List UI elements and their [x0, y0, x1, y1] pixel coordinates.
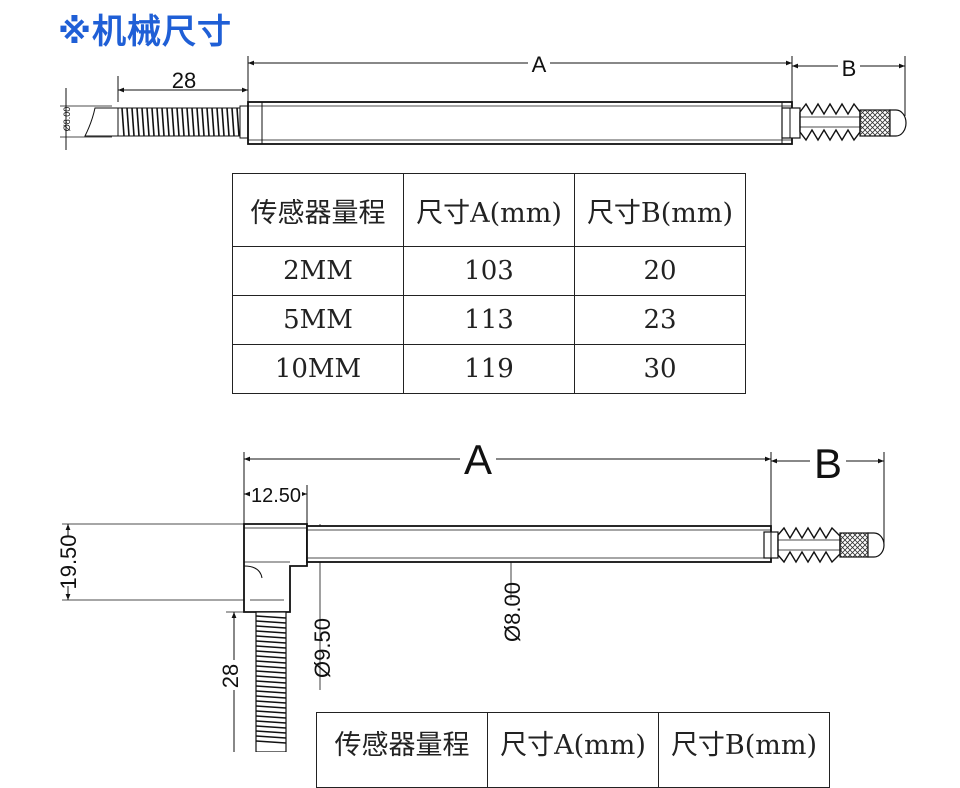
dimension-b-label: B: [814, 440, 842, 487]
sensor-body: [247, 101, 793, 145]
cell-size-a: 103: [403, 246, 575, 296]
dimension-table: 传感器量程 尺寸A(mm) 尺寸B(mm) 2MM 103 20 5MM 113…: [232, 173, 746, 394]
dimension-a-label: A: [532, 52, 547, 77]
dimension-body-dia-label: Ø8.00: [500, 582, 525, 642]
header-size-a: 尺寸A(mm): [487, 712, 659, 788]
header-size-a: 尺寸A(mm): [403, 173, 575, 247]
dimension-height-label: 19.50: [56, 534, 81, 589]
probe-ball: [889, 109, 907, 137]
bellows: [799, 102, 861, 142]
dimension-cable-label: 28: [172, 68, 196, 93]
sensor-body: [306, 525, 772, 563]
dimension-stem-dia-label: Ø9.50: [310, 618, 335, 678]
cable: [84, 107, 119, 137]
header-size-b: 尺寸B(mm): [658, 712, 830, 788]
cell-size-a: 113: [403, 295, 575, 345]
table-row: 2MM 103 20: [232, 246, 746, 296]
cell-size-a: 119: [403, 344, 575, 394]
end-cap: [781, 107, 801, 139]
dimension-cable-label: 28: [218, 664, 243, 688]
right-angle-head: [243, 523, 308, 613]
cell-size-b: 30: [574, 344, 746, 394]
knurled-probe-tip: [839, 532, 869, 558]
cell-range: 10MM: [232, 344, 404, 394]
probe-ball: [867, 532, 885, 558]
table-header-row: 传感器量程 尺寸A(mm) 尺寸B(mm): [316, 712, 830, 788]
header-range: 传感器量程: [316, 712, 488, 788]
dimension-table-2: 传感器量程 尺寸A(mm) 尺寸B(mm): [316, 712, 830, 788]
sensor-drawing-straight: A B 28 Ø8.00: [60, 50, 907, 150]
cell-size-b: 23: [574, 295, 746, 345]
header-size-b: 尺寸B(mm): [574, 173, 746, 247]
bellows: [777, 526, 841, 564]
cell-range: 5MM: [232, 295, 404, 345]
dimension-head-label: 12.50: [251, 485, 301, 507]
table-row: 5MM 113 23: [232, 295, 746, 345]
cell-range: 2MM: [232, 246, 404, 296]
dimension-dia-label: Ø8.00: [62, 107, 72, 132]
mechanical-drawing: A B 28 Ø8.00: [56, 50, 907, 752]
cell-size-b: 20: [574, 246, 746, 296]
section-heading: ※机械尺寸: [58, 12, 233, 52]
table-header-row: 传感器量程 尺寸A(mm) 尺寸B(mm): [232, 173, 746, 247]
dimension-b-label: B: [842, 56, 857, 81]
table-row: 10MM 119 30: [232, 344, 746, 394]
sensor-drawing-right-angle: A B 12.50 19.50 28 Ø9.50 Ø8.00: [56, 436, 885, 752]
knurled-probe-tip: [859, 109, 891, 137]
dimension-a-label: A: [464, 436, 492, 483]
header-range: 传感器量程: [232, 173, 404, 247]
